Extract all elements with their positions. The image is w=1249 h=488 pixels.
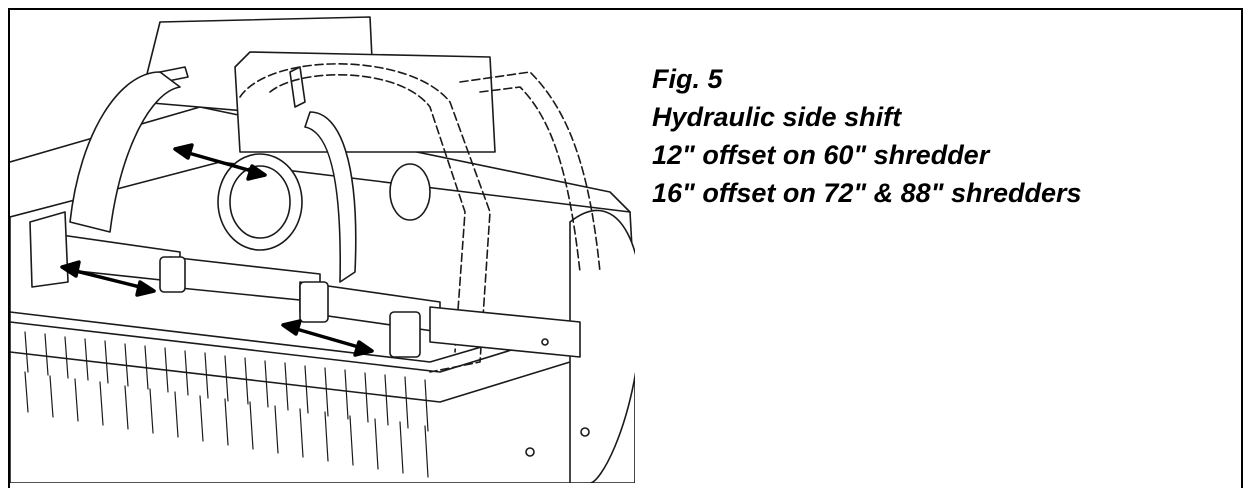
- figure-frame: [8, 8, 1243, 488]
- figure-number: Fig. 5: [652, 64, 723, 94]
- figure-title: Hydraulic side shift: [652, 102, 902, 132]
- offset-line-72-88: 16" offset on 72" & 88" shredders: [652, 178, 1082, 208]
- shredder-illustration: [10, 16, 635, 483]
- figure-caption: Fig. 5 Hydraulic side shift 12" offset o…: [652, 60, 1082, 212]
- offset-line-60: 12" offset on 60" shredder: [652, 140, 990, 170]
